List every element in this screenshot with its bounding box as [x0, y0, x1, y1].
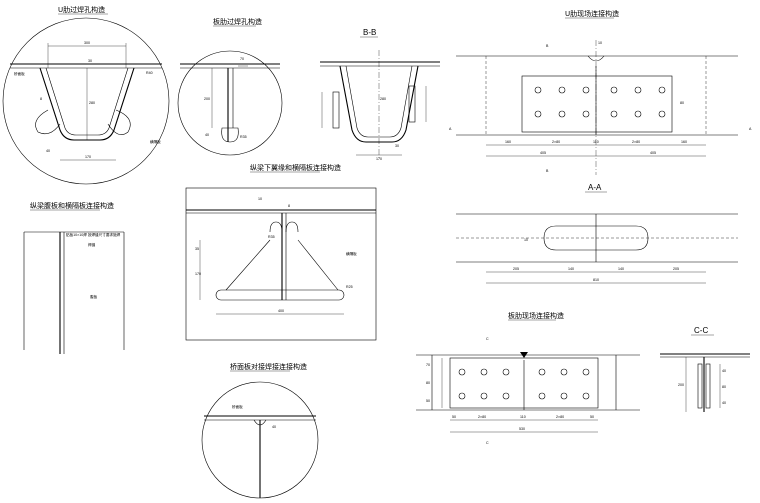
dim-r40: R40 [146, 71, 153, 75]
note-weld-web: 焊缝 [88, 242, 96, 247]
dim-2x80-r: 2×80 [632, 140, 640, 144]
mark-c-top: C [486, 337, 489, 341]
dim-50-l: 50 [452, 415, 456, 419]
mark-a-right: A [749, 127, 752, 131]
dim-810: 810 [593, 278, 599, 282]
title-plate-rib-splice: 板肋现场连接构造 [508, 311, 564, 320]
dim-50-r: 50 [590, 415, 594, 419]
dim-405-l: 405 [540, 151, 546, 155]
title-deck-butt-weld: 桥面板对接焊接连接构造 [230, 362, 307, 371]
title-diaphragm-stiffener: 纵梁下翼缘和横隔板连接构造 [250, 163, 341, 172]
dim-2x80-l: 2×80 [552, 140, 560, 144]
dim-205-l: 205 [513, 267, 519, 271]
dim-35-d: 35 [195, 247, 199, 251]
note-diaphragm: 横隔板 [150, 139, 161, 144]
mark-b-top: B [546, 44, 549, 48]
plate-rib-field-splice: 板肋现场连接构造 C C 50 2×80 110 2×80 50 530 70 … [416, 311, 640, 445]
dim-280-bb: 280 [380, 97, 386, 101]
dim-30: 30 [88, 59, 92, 63]
weld-triangle-icon [520, 352, 528, 358]
u-splice-bolts [534, 86, 666, 118]
dim-10-aa: 10 [524, 238, 528, 242]
dim-30-bb: 30 [395, 144, 399, 148]
dim-2x80-pl: 2×80 [478, 415, 486, 419]
dim-200-cc: 200 [678, 383, 684, 387]
title-section-bb: B-B [363, 28, 376, 37]
u-rib-field-splice: U肋现场连接构造 B B A A 160 2×80 110 2×80 160 4… [449, 9, 752, 175]
dim-400-d: 400 [278, 309, 284, 313]
web-diaphragm-detail: 纵梁腹板和横隔板连接构造 贴板10×10焊 按焊缝尺寸要求施焊 焊缝 腹板 [23, 201, 125, 354]
dim-405-r: 405 [650, 151, 656, 155]
dim-280: 280 [89, 101, 95, 105]
dim-140-r: 140 [618, 267, 624, 271]
dim-170: 170 [85, 155, 91, 159]
dim-110-p: 110 [520, 415, 526, 419]
mark-b-bottom: B [546, 169, 549, 173]
dim-40: 40 [46, 149, 50, 153]
dim-40-plate: 40 [205, 133, 209, 137]
dim-r25-d: R25 [346, 285, 353, 289]
dim-40-cc-top: 40 [722, 369, 726, 373]
title-section-cc: C-C [694, 326, 708, 335]
dim-r35-d: R35 [268, 235, 275, 239]
dim-80-p: 80 [426, 381, 430, 385]
dim-2x80-pr: 2×80 [556, 415, 564, 419]
note-web: 贴板10×10焊 按焊缝尺寸要求施焊 [66, 232, 121, 237]
mark-a-left: A [449, 127, 452, 131]
title-u-rib-splice: U肋现场连接构造 [565, 9, 619, 18]
dim-205-r: 205 [673, 267, 679, 271]
dim-r35: R35 [240, 135, 247, 139]
dim-70: 70 [240, 57, 244, 61]
dim-40-deck: 40 [272, 425, 276, 429]
plate-rib-scallop-detail: 板肋过焊孔构造 70 200 R35 40 [177, 17, 283, 156]
dim-50-p: 50 [426, 399, 430, 403]
dim-160-l: 160 [505, 140, 511, 144]
title-u-rib-scallop: U肋过焊孔构造 [58, 5, 105, 14]
dim-80-u: 80 [680, 101, 684, 105]
mark-c-bottom: C [486, 441, 489, 445]
dim-170-bb: 170 [376, 157, 382, 161]
note-web-plate: 腹板 [90, 294, 98, 299]
diaphragm-flange-detail: 纵梁下翼缘和横隔板连接构造 10 8 35 170 400 R25 R35 横隔… [185, 163, 377, 341]
dim-8: 8 [40, 97, 42, 101]
u-rib-scallop-detail: U肋过焊孔构造 300 30 280 170 8 R40 40 桥面板 横隔板 [2, 5, 170, 185]
dim-70-p: 70 [426, 363, 430, 367]
dim-160-r: 160 [681, 140, 687, 144]
dim-8-d: 8 [288, 204, 290, 208]
title-plate-rib-scallop: 板肋过焊孔构造 [213, 17, 262, 26]
dim-200: 200 [204, 97, 210, 101]
dim-80-cc: 80 [722, 385, 726, 389]
note-deck-weld: 桥面板 [232, 404, 243, 409]
note-diaphragm-2: 横隔板 [346, 251, 357, 256]
dim-170-d: 170 [195, 272, 201, 276]
title-web-diaphragm: 纵梁腹板和横隔板连接构造 [30, 201, 114, 210]
dim-40-cc-bottom: 40 [722, 401, 726, 405]
deck-butt-weld-detail: 桥面板对接焊接连接构造 桥面板 40 [201, 362, 319, 499]
dim-300: 300 [84, 41, 90, 45]
note-deck: 桥面板 [14, 71, 25, 76]
plate-splice-bolts [458, 368, 590, 400]
section-bb: B-B 280 170 30 [320, 28, 440, 161]
title-section-aa: A-A [588, 183, 602, 192]
dim-10-u: 10 [598, 41, 602, 45]
dim-110: 110 [593, 140, 599, 144]
section-aa: A-A 205 140 140 205 810 10 [456, 183, 738, 284]
section-cc: C-C 200 40 80 40 [660, 326, 750, 412]
dim-10-d: 10 [258, 197, 262, 201]
dim-140-l: 140 [568, 267, 574, 271]
dim-530: 530 [519, 427, 525, 431]
